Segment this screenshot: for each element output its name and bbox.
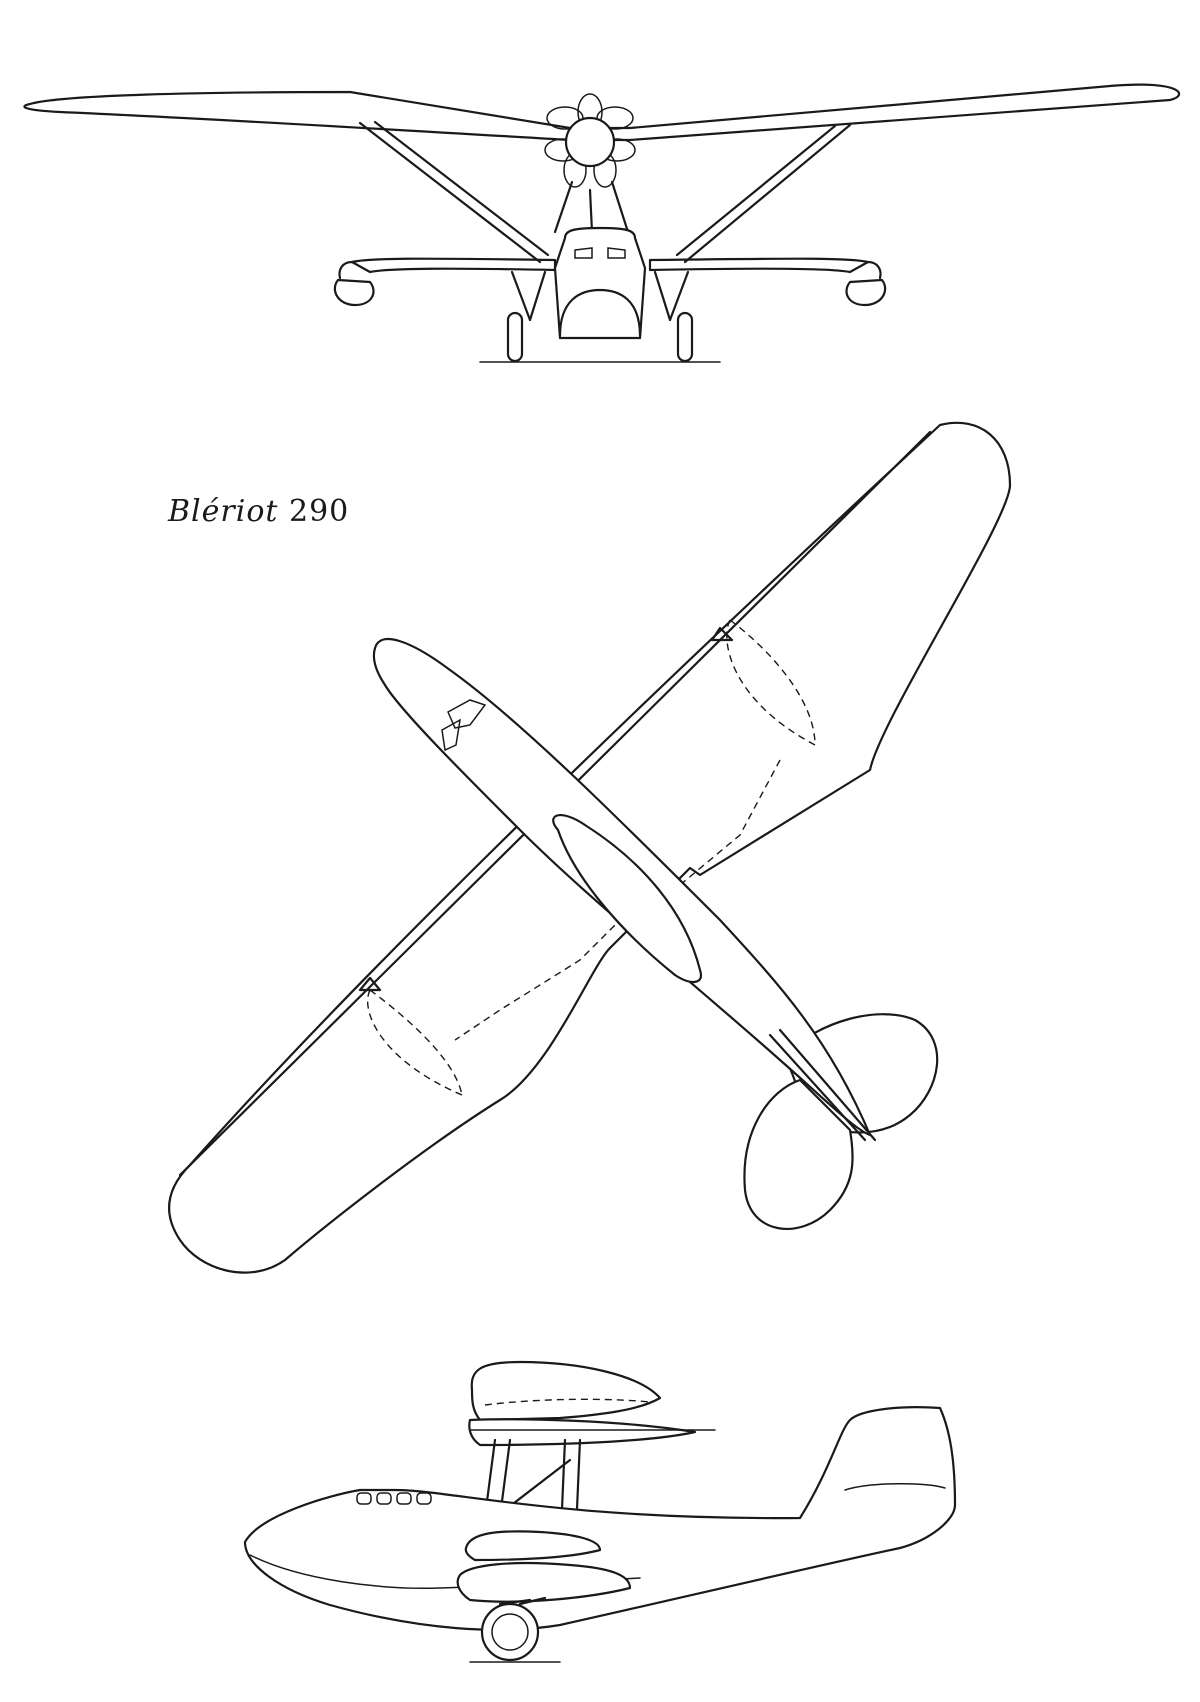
side-hull <box>243 1406 957 1631</box>
plan-left-nacelle-dashed <box>366 989 463 1096</box>
side-lower-wing <box>464 1530 602 1562</box>
front-right-float <box>845 260 887 307</box>
figure-caption: Blériot 290 <box>168 494 349 529</box>
side-upper-wing-dashed <box>484 1398 651 1406</box>
plan-tail-boom <box>768 1028 877 1142</box>
plan-cockpit-opening <box>552 814 703 983</box>
plan-strut-fittings <box>358 626 734 992</box>
side-wheel-inner <box>491 1613 529 1651</box>
front-windscreen <box>574 247 626 259</box>
front-right-sponson <box>648 257 870 274</box>
plan-right-nacelle-dashed <box>726 619 816 746</box>
front-left-float <box>333 260 375 307</box>
front-wing <box>23 83 1181 142</box>
plan-windows <box>441 699 487 752</box>
front-gear-legs <box>510 270 690 322</box>
front-left-sponson <box>350 257 557 274</box>
front-left-wheel <box>506 311 524 363</box>
caption-aircraft-number: 290 <box>289 494 350 529</box>
radial-engine <box>544 93 636 188</box>
front-hull-step <box>558 288 642 338</box>
front-engine-pylon <box>553 180 630 234</box>
side-sponson <box>456 1561 632 1603</box>
plan-view <box>168 421 1012 1274</box>
side-wheel-outer <box>480 1602 540 1662</box>
front-wing-struts <box>358 120 852 264</box>
side-windows <box>356 1492 432 1505</box>
plan-left-stabilizer <box>743 1078 854 1231</box>
side-upper-engine-nacelle <box>468 1418 697 1447</box>
front-hull <box>553 226 647 340</box>
front-view <box>23 83 1181 363</box>
side-view <box>243 1360 957 1663</box>
front-right-wheel <box>676 311 694 363</box>
side-upper-wing <box>470 1360 662 1422</box>
caption-aircraft-name: Blériot <box>168 494 279 529</box>
side-gear-leg <box>498 1596 547 1606</box>
side-fin-line <box>844 1482 946 1491</box>
side-struts <box>478 1438 582 1557</box>
